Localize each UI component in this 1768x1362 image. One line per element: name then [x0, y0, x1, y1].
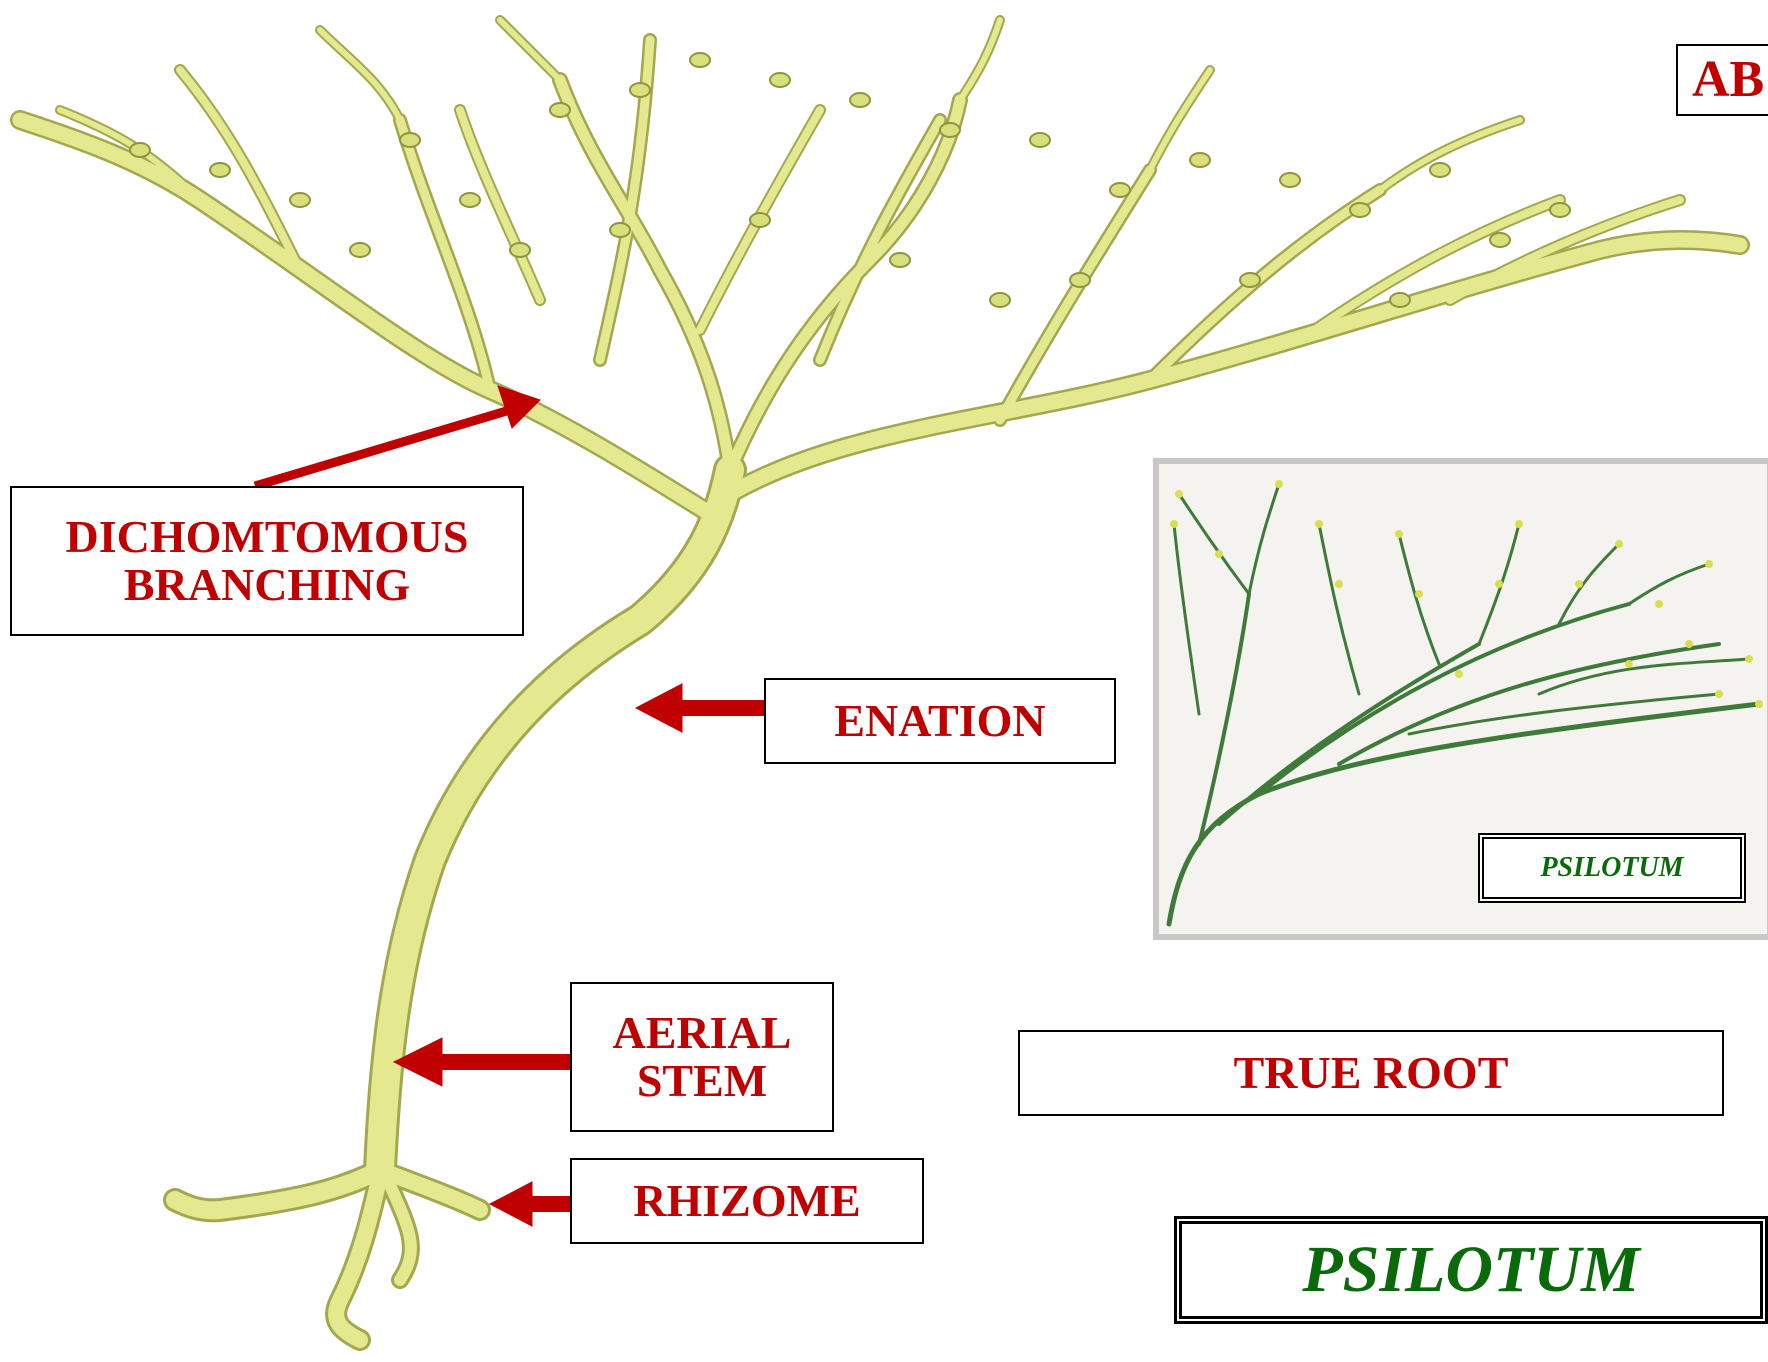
- photo-caption: PSILOTUM: [1478, 833, 1746, 903]
- corner-tag: AB: [1676, 44, 1768, 116]
- rhizome-label: RHIZOME: [570, 1158, 924, 1244]
- aerial-line1: AERIAL: [613, 1009, 792, 1057]
- true-root-text: TRUE ROOT: [1234, 1049, 1509, 1097]
- aerial-line2: STEM: [637, 1057, 767, 1105]
- dichotomous-line2: BRANCHING: [124, 561, 410, 609]
- dichotomous-branching-label: DICHOMTOMOUS BRANCHING: [10, 486, 524, 636]
- dichotomous-line1: DICHOMTOMOUS: [66, 513, 469, 561]
- aerial-stem-label: AERIAL STEM: [570, 982, 834, 1132]
- page-title: PSILOTUM: [1174, 1216, 1768, 1324]
- rhizome-text: RHIZOME: [633, 1177, 860, 1225]
- enation-text: ENATION: [834, 697, 1045, 745]
- enation-label: ENATION: [764, 678, 1116, 764]
- true-root-label: TRUE ROOT: [1018, 1030, 1724, 1116]
